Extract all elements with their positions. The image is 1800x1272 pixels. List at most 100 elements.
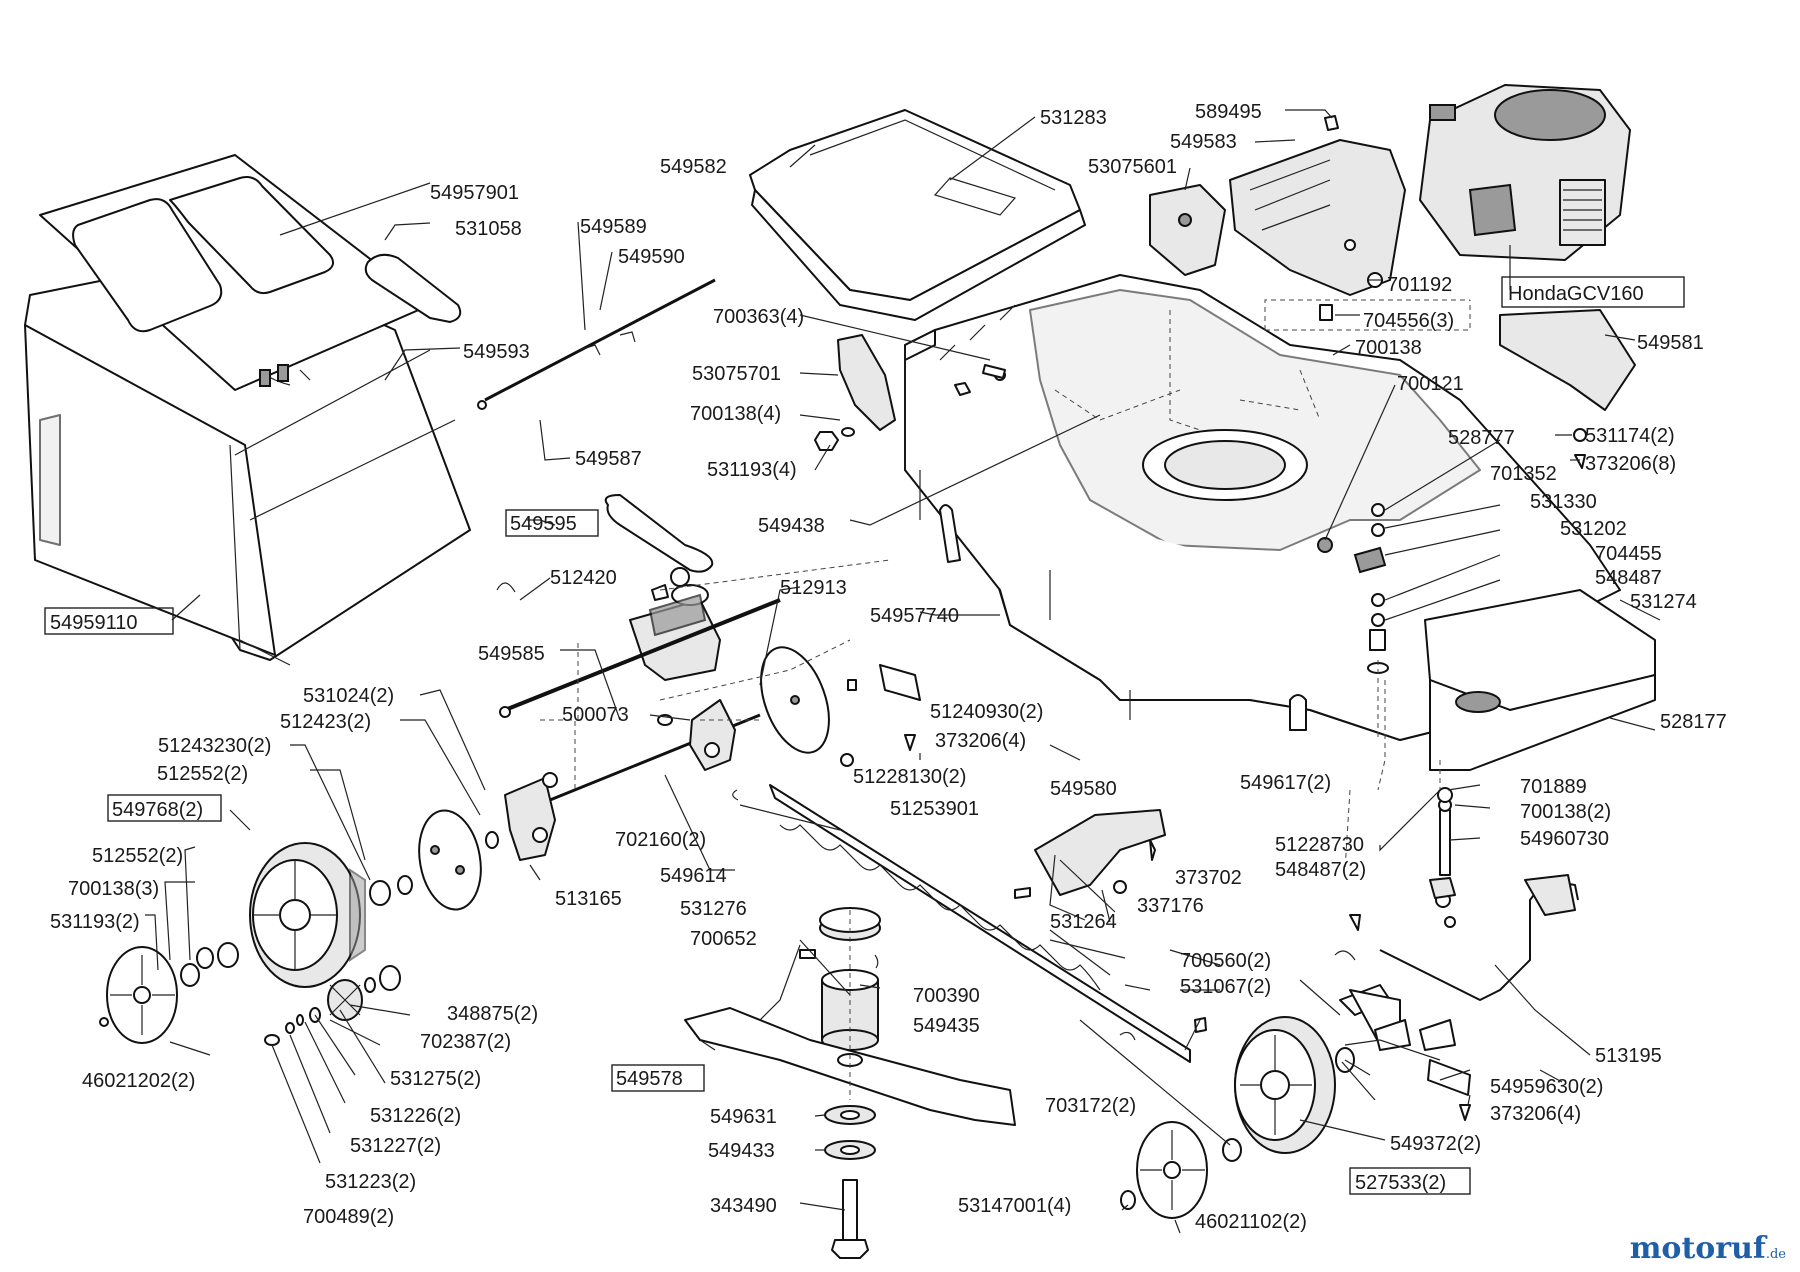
rear-flap: [1424, 589, 1656, 771]
callout-53075701: 53075701: [692, 363, 781, 385]
callout-373206-4-mid: 373206(4): [935, 730, 1026, 752]
adjust-pin: [1429, 787, 1456, 928]
callout-531193-4: 531193(4): [707, 459, 797, 481]
callout-512552-lower: 512552(2): [92, 845, 183, 867]
callout-549580: 549580: [1050, 778, 1117, 800]
watermark-tld: .de: [1765, 1247, 1786, 1262]
callout-337176: 337176: [1137, 895, 1204, 917]
callout-531226: 531226(2): [370, 1105, 461, 1127]
callout-704455: 704455: [1595, 543, 1662, 565]
callout-500073: 500073: [562, 704, 629, 726]
callout-703172: 703172(2): [1045, 1095, 1136, 1117]
callout-701889: 701889: [1520, 776, 1587, 798]
blade-adapter-pulley: [799, 907, 881, 969]
hubcap-46021102: [1136, 1121, 1208, 1219]
callout-531202: 531202: [1560, 518, 1627, 540]
clip-700560: [1334, 914, 1361, 961]
clip-512420: [496, 582, 516, 593]
screw-589495: [1324, 115, 1339, 131]
callout-51228730: 51228730: [1275, 834, 1364, 856]
callout-700652: 700652: [690, 928, 757, 950]
watermark-brand: motoruf: [1629, 1231, 1766, 1266]
callout-531223: 531223(2): [325, 1171, 416, 1193]
watermark-logo: motoruf.de: [1630, 1231, 1786, 1266]
callout-700138-2: 700138(2): [1520, 801, 1611, 823]
front-wheel: [1234, 1016, 1336, 1154]
engine-cover: [1229, 139, 1406, 296]
callout-549614: 549614: [660, 865, 727, 887]
deck-front-skirt: [904, 329, 936, 470]
callout-labels: 54957901 531058 549589 549590 549593 549…: [44, 101, 1727, 1233]
callout-549590: 549590: [618, 246, 685, 268]
engine-label: HondaGCV160: [1508, 283, 1644, 305]
callout-528777: 528777: [1448, 427, 1515, 449]
callout-51253901: 51253901: [890, 798, 979, 820]
callout-512423: 512423(2): [280, 711, 371, 733]
axle-bracket-left: [837, 334, 1006, 431]
callout-549631: 549631: [710, 1106, 777, 1128]
callout-527533: 527533(2): [1355, 1172, 1446, 1194]
callout-531067: 531067(2): [1180, 976, 1271, 998]
callout-549585: 549585: [478, 643, 545, 665]
callout-531283: 531283: [1040, 107, 1107, 129]
callout-343490: 343490: [710, 1195, 777, 1217]
callout-700121: 700121: [1397, 373, 1464, 395]
callout-702387: 702387(2): [420, 1031, 511, 1053]
callout-548487: 548487: [1595, 567, 1662, 589]
callout-512552-upper: 512552(2): [157, 763, 248, 785]
callout-531274: 531274: [1630, 591, 1697, 613]
callout-549593: 549593: [463, 341, 530, 363]
callout-513195: 513195: [1595, 1045, 1662, 1067]
callout-373206-4-front: 373206(4): [1490, 1103, 1581, 1125]
leader-lines: [145, 109, 1661, 1234]
part-51240930: [879, 664, 921, 701]
callout-54960730: 54960730: [1520, 828, 1609, 850]
front-axle: [504, 699, 761, 861]
callout-700138: 700138: [1355, 337, 1422, 359]
callout-51243230: 51243230(2): [158, 735, 271, 757]
callout-512420: 512420: [550, 567, 617, 589]
screw-373206-front: [1459, 1104, 1471, 1121]
callout-700489: 700489(2): [303, 1206, 394, 1228]
nut-531193: [814, 427, 855, 451]
callout-53075601: 53075601: [1088, 156, 1177, 178]
callout-548487-2: 548487(2): [1275, 859, 1366, 881]
engine-honda-gcv160: [1419, 84, 1631, 290]
callout-531275: 531275(2): [390, 1068, 481, 1090]
height-adjust-stack: [1317, 428, 1587, 674]
catcher-rod: [477, 278, 716, 410]
callout-549433: 549433: [708, 1140, 775, 1162]
callout-549587: 549587: [575, 448, 642, 470]
drive-pinion: [264, 979, 363, 1046]
callout-700390: 700390: [913, 985, 980, 1007]
callout-46021102: 46021102(2): [1195, 1211, 1307, 1233]
callout-700363: 700363(4): [713, 306, 804, 328]
screw-704556: [1319, 304, 1333, 321]
callout-46021202: 46021202(2): [82, 1070, 195, 1092]
drive-belt: [604, 494, 714, 573]
callout-51240930: 51240930(2): [930, 701, 1043, 723]
callout-701352: 701352: [1490, 463, 1557, 485]
callout-54957901: 54957901: [430, 182, 519, 204]
callout-549617: 549617(2): [1240, 772, 1331, 794]
callout-704556: 704556(3): [1363, 310, 1454, 332]
callout-53147001: 53147001(4): [958, 1195, 1071, 1217]
callout-700560: 700560(2): [1180, 950, 1271, 972]
callout-531193-2: 531193(2): [50, 911, 140, 933]
spring-549614: [779, 824, 1101, 991]
callout-549589: 549589: [580, 216, 647, 238]
callout-51228130: 51228130(2): [853, 766, 966, 788]
rear-flap-cover: [749, 109, 1086, 321]
assembly-guide-lines: [540, 299, 1471, 1100]
callout-589495: 589495: [1195, 101, 1262, 123]
callout-54957740: 54957740: [870, 605, 959, 627]
callout-528177: 528177: [1660, 711, 1727, 733]
callout-373206-8: 373206(8): [1585, 453, 1676, 475]
rear-wheel-hubcap-disc: [418, 809, 482, 911]
callout-702160: 702160(2): [615, 829, 706, 851]
grass-catcher-bag: [24, 254, 471, 666]
side-deflector-549580: [1014, 809, 1166, 899]
callout-348875: 348875(2): [447, 1003, 538, 1025]
callout-549768: 549768(2): [112, 799, 203, 821]
